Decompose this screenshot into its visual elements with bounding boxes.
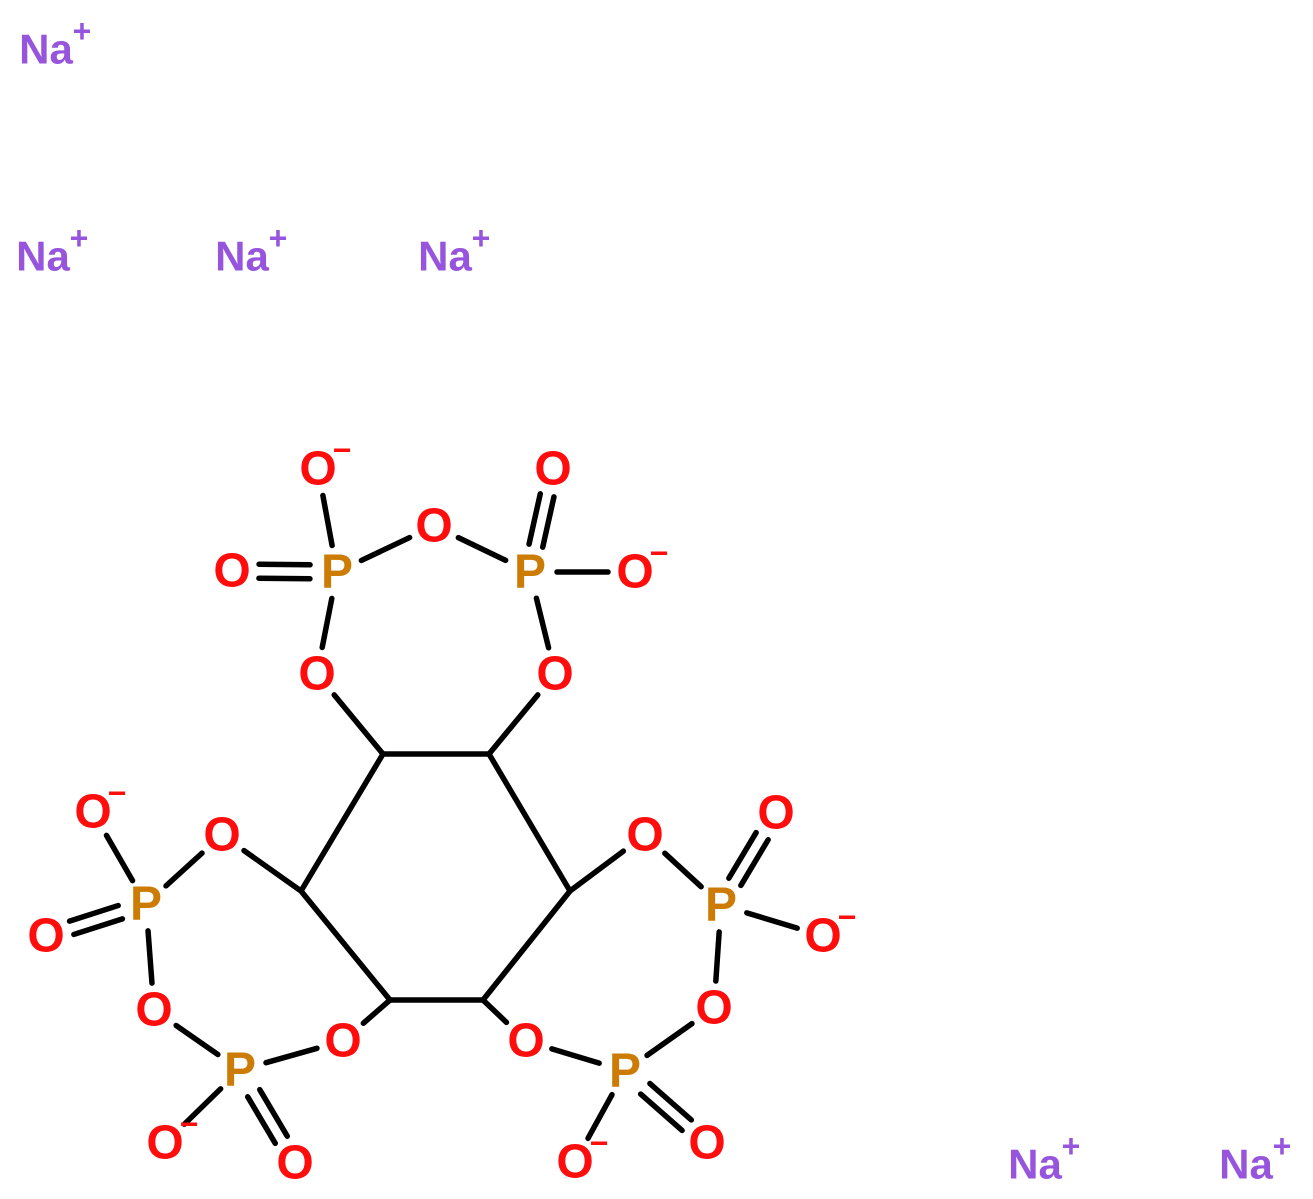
bond [637, 1091, 685, 1134]
bond [319, 595, 335, 651]
bond [298, 751, 386, 894]
atom-label-o: O [213, 545, 250, 598]
atom-label-o: O [299, 443, 336, 496]
atom-label-p: P [514, 546, 546, 599]
bond [647, 1080, 695, 1123]
bond [360, 997, 393, 1027]
bond [644, 1020, 695, 1059]
bond [298, 888, 393, 1003]
charge-minus: − [108, 775, 127, 811]
atom-label-o: O [534, 443, 571, 496]
atom-label-p: P [609, 1045, 641, 1098]
bond [539, 494, 557, 550]
bond [358, 534, 413, 564]
atom-label-na: Na [418, 233, 472, 280]
charge-plus: + [472, 220, 491, 256]
atom-label-p: P [705, 879, 737, 932]
bond [263, 1045, 320, 1066]
atom-label-o: O [146, 1117, 183, 1170]
bond [526, 491, 544, 547]
charge-minus: − [838, 899, 857, 935]
atom-label-o: O [616, 546, 653, 599]
bond [145, 928, 155, 986]
atom-label-o: O [556, 1136, 593, 1189]
charge-minus: − [333, 432, 352, 468]
bond [257, 1086, 291, 1139]
atom-label-na: Na [1219, 1141, 1273, 1188]
atom-label-o: O [536, 648, 573, 701]
bond [455, 534, 509, 564]
bond [726, 829, 759, 881]
atom-label-o: O [626, 809, 663, 862]
atom-label-o: O [804, 910, 841, 963]
bond [66, 902, 121, 924]
bond [567, 848, 627, 894]
bond [244, 1094, 278, 1147]
bond [533, 595, 552, 651]
charge-plus: + [70, 220, 89, 256]
atom-label-p: P [321, 546, 353, 599]
bond [662, 850, 704, 890]
bond [585, 1091, 615, 1142]
bond [744, 910, 800, 931]
bond [241, 847, 304, 894]
atom-label-na: Na [215, 233, 269, 280]
bond [738, 837, 771, 889]
bond [549, 1046, 602, 1066]
charge-minus: − [180, 1106, 199, 1142]
atom-label-na: Na [19, 26, 73, 73]
atom-label-p: P [130, 878, 162, 931]
charge-minus: − [590, 1125, 609, 1161]
charge-plus: + [269, 220, 288, 256]
charge-plus: + [73, 13, 92, 49]
bond [103, 832, 136, 884]
charge-plus: + [1273, 1128, 1292, 1164]
charge-plus: + [1062, 1128, 1081, 1164]
bond [181, 1086, 224, 1127]
atom-label-o: O [324, 1015, 361, 1068]
bond [486, 692, 541, 757]
atom-label-p: P [224, 1044, 256, 1097]
bond [480, 888, 573, 1003]
atom-label-o: O [695, 982, 732, 1035]
atom-label-o: O [688, 1117, 725, 1170]
bond [173, 1022, 221, 1058]
atom-label-o: O [507, 1015, 544, 1068]
bond [320, 492, 335, 549]
atom-label-o: O [276, 1137, 313, 1190]
charge-minus: − [650, 535, 669, 571]
bond [71, 916, 126, 938]
bond [331, 692, 386, 757]
atom-label-na: Na [16, 233, 70, 280]
atom-label-o: O [415, 500, 452, 553]
atom-label-o: O [203, 809, 240, 862]
atom-label-o: O [74, 786, 111, 839]
bond [480, 997, 510, 1026]
bond [486, 751, 573, 894]
bond [163, 850, 205, 889]
atom-label-na: Na [1008, 1141, 1062, 1188]
bond [713, 929, 722, 984]
atom-label-o: O [298, 648, 335, 701]
atom-label-o: O [757, 787, 794, 840]
atom-label-o: O [135, 984, 172, 1037]
atom-label-o: O [27, 910, 64, 963]
